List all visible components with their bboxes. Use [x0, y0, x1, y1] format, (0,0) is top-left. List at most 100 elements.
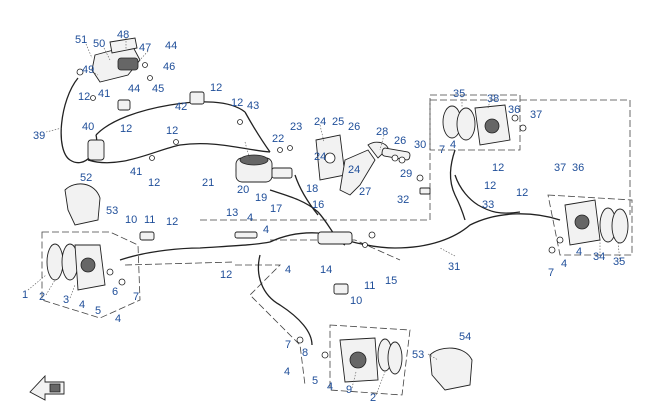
right-caliper-lower [548, 199, 629, 254]
callout: 24 [314, 151, 326, 163]
front-direction-arrow-icon [29, 374, 65, 401]
callout: 38 [487, 93, 499, 105]
callout: 4 [115, 313, 121, 325]
callout: 41 [130, 166, 142, 178]
callout: 9 [346, 384, 352, 396]
callout: 4 [576, 246, 582, 258]
brake-pedal-assembly [315, 134, 424, 196]
callout: 51 [75, 34, 87, 46]
front-left-caliper [46, 243, 126, 291]
callout: 12 [516, 187, 528, 199]
callout: 34 [593, 251, 605, 263]
callout: 40 [82, 121, 94, 133]
callout: 46 [163, 61, 175, 73]
handlebar-master-cylinder [76, 37, 153, 83]
callout: 24 [314, 116, 326, 128]
callout: 43 [247, 100, 259, 112]
callout: 7 [548, 267, 554, 279]
callout: 41 [98, 88, 110, 100]
callout: 7 [439, 144, 445, 156]
callout: 19 [255, 192, 267, 204]
callout: 31 [448, 261, 460, 273]
callout: 7 [133, 291, 139, 303]
callout: 44 [165, 40, 177, 52]
callout: 12 [492, 162, 504, 174]
callout: 25 [332, 116, 344, 128]
callout: 20 [237, 184, 249, 196]
callout: 11 [364, 280, 375, 292]
callout: 49 [82, 64, 94, 76]
callout: 28 [376, 126, 388, 138]
callout: 4 [450, 139, 456, 151]
callout: 4 [79, 299, 85, 311]
caliper-guards [64, 183, 473, 391]
callout: 12 [120, 123, 132, 135]
callout: 1 [22, 289, 28, 301]
callout: 5 [95, 305, 101, 317]
callout: 10 [125, 214, 137, 226]
callout: 4 [284, 366, 290, 378]
callout: 23 [290, 121, 302, 133]
callout: 10 [350, 295, 362, 307]
callout: 36 [508, 104, 520, 116]
callout: 27 [359, 186, 371, 198]
leader-lines [27, 38, 621, 396]
callout: 39 [33, 130, 45, 142]
callout: 4 [327, 381, 333, 393]
callout: 37 [554, 162, 566, 174]
callout: 50 [93, 38, 105, 50]
callout: 4 [247, 212, 253, 224]
callout: 12 [484, 180, 496, 192]
callout: 11 [144, 214, 155, 226]
assembly-frames [41, 94, 633, 396]
callout: 7 [285, 339, 291, 351]
front-right-caliper-upper [442, 104, 527, 146]
brake-line-junction [234, 231, 376, 248]
callout: 16 [312, 199, 324, 211]
callout: 44 [128, 83, 140, 95]
callout: 35 [613, 256, 625, 268]
callout: 17 [270, 203, 282, 215]
callout: 13 [226, 207, 238, 219]
callout: 54 [459, 331, 471, 343]
callout: 53 [412, 349, 424, 361]
callout: 42 [175, 101, 187, 113]
callout: 32 [397, 194, 409, 206]
callout: 18 [306, 183, 318, 195]
callout: 26 [394, 135, 406, 147]
hose-clips [87, 91, 243, 161]
callout: 2 [370, 392, 376, 404]
callout: 52 [80, 172, 92, 184]
callout: 14 [320, 264, 332, 276]
callout: 37 [530, 109, 542, 121]
callout: 12 [78, 91, 90, 103]
rear-master-cylinder [235, 145, 293, 183]
callout: 15 [385, 275, 397, 287]
callout: 35 [453, 88, 465, 100]
callout: 2 [39, 291, 45, 303]
callout: 45 [152, 83, 164, 95]
callout: 4 [285, 264, 291, 276]
callout: 4 [263, 224, 269, 236]
callout: 5 [312, 375, 318, 387]
callout: 4 [561, 258, 567, 270]
callout: 26 [348, 121, 360, 133]
callout: 47 [139, 42, 151, 54]
callout: 12 [210, 82, 222, 94]
callout: 53 [106, 205, 118, 217]
callout: 8 [302, 347, 308, 359]
callout: 6 [112, 286, 118, 298]
callout: 12 [231, 97, 243, 109]
loose-hardware [139, 187, 431, 295]
callout: 12 [166, 216, 178, 228]
callout: 29 [400, 168, 412, 180]
callout: 12 [148, 177, 160, 189]
callout: 12 [220, 269, 232, 281]
callout: 12 [166, 125, 178, 137]
callout: 21 [202, 177, 214, 189]
callout: 36 [572, 162, 584, 174]
callout: 33 [482, 199, 494, 211]
callout: 30 [414, 139, 426, 151]
callout-labels: 51 50 48 47 44 49 46 44 45 12 42 12 41 1… [22, 29, 625, 404]
